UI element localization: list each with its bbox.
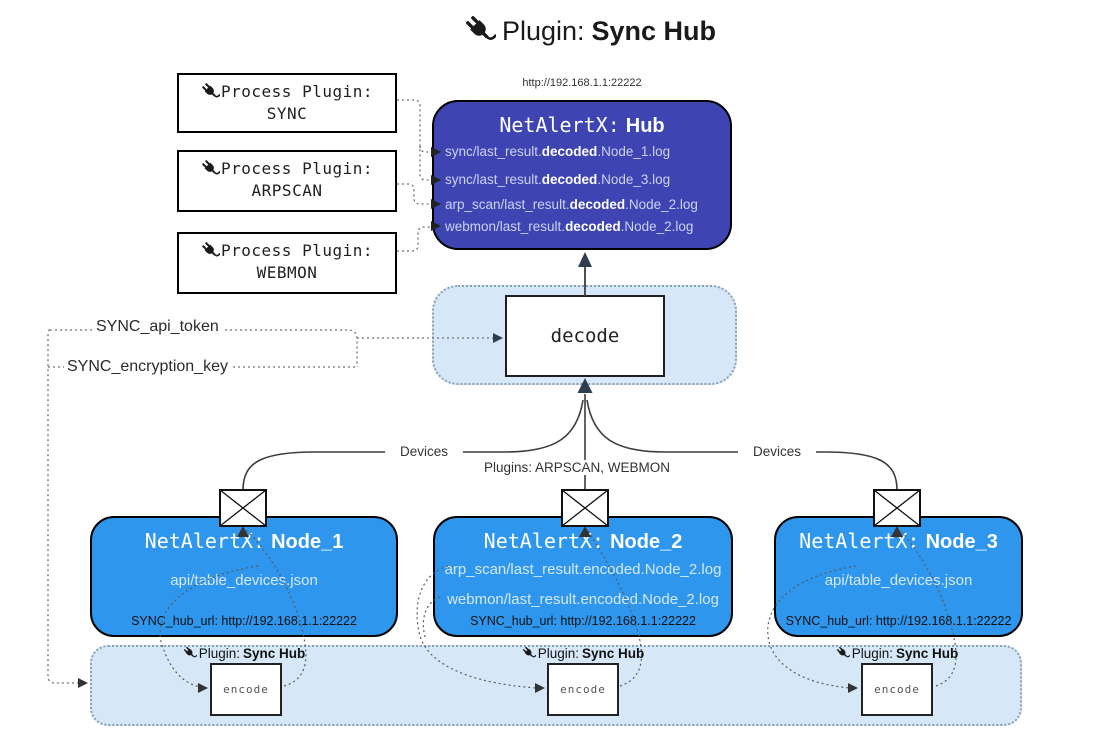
hub-title-name: Hub xyxy=(625,115,665,137)
into-encode-panel-arrowhead xyxy=(78,678,88,688)
hub-log-line: webmon/last_result.decoded.Node_2.log xyxy=(445,219,694,234)
encode-box: encode xyxy=(861,663,933,716)
process-plugin-name: SYNC xyxy=(266,104,308,123)
node-box-node2: NetAlertX:Node_2 arp_scan/last_result.en… xyxy=(433,516,733,637)
node-hub-url: SYNC_hub_url: http://192.168.1.1:22222 xyxy=(131,614,357,628)
encode-box: encode xyxy=(547,663,619,716)
hub-title: NetAlertX:Hub xyxy=(434,113,730,138)
edge-label-devices-left: Devices xyxy=(385,444,463,459)
node-file: arp_scan/last_result.encoded.Node_2.log xyxy=(444,561,722,578)
node-to-decode-curves xyxy=(242,394,898,491)
sync-hub-plugin-badge: Plugin:Sync Hub xyxy=(164,645,324,661)
title-name: Sync Hub xyxy=(591,16,717,46)
process-plugin-box-webmon: Process Plugin: WEBMON xyxy=(177,232,397,294)
plug-icon xyxy=(201,82,220,101)
node-title: NetAlertX:Node_2 xyxy=(483,529,683,553)
process-plugin-label: Process Plugin: xyxy=(221,159,373,178)
decode-to-hub-arrowhead xyxy=(578,252,592,267)
plug-icon xyxy=(521,645,537,661)
sync-api-token-label: SYNC_api_token xyxy=(93,318,222,336)
process-plugin-name: WEBMON xyxy=(256,263,318,282)
encode-box: encode xyxy=(210,663,282,716)
hub-url-label: http://192.168.1.1:22222 xyxy=(522,77,642,89)
plug-icon xyxy=(201,159,220,178)
title-prefix: Plugin: xyxy=(501,16,585,46)
node-title: NetAlertX:Node_3 xyxy=(799,529,998,553)
plug-icon xyxy=(463,12,498,47)
page-title: Plugin:Sync Hub xyxy=(380,12,800,60)
sync-hub-plugin-badge: Plugin:Sync Hub xyxy=(817,645,977,661)
sync-hub-plugin-badge: Plugin:Sync Hub xyxy=(503,645,663,661)
node-box-node1: NetAlertX:Node_1 api/table_devices.json … xyxy=(90,516,398,637)
process-plugin-label: Process Plugin: xyxy=(221,82,373,101)
plug-icon xyxy=(182,645,198,661)
process-plugin-box-arpscan: Process Plugin: ARPSCAN xyxy=(177,150,397,212)
plugin-to-hub-connectors xyxy=(397,99,430,252)
node-file: api/table_devices.json xyxy=(170,572,318,589)
node-hub-url: SYNC_hub_url: http://192.168.1.1:22222 xyxy=(785,614,1012,628)
process-plugin-label: Process Plugin: xyxy=(221,241,373,260)
hub-title-prefix: NetAlertX: xyxy=(499,113,620,137)
hub-log-line: sync/last_result.decoded.Node_1.log xyxy=(445,144,671,159)
plug-icon xyxy=(201,241,220,260)
process-plugin-box-sync: Process Plugin: SYNC xyxy=(177,73,397,133)
sync-encryption-key-label: SYNC_encryption_key xyxy=(64,358,231,376)
node-hub-url: SYNC_hub_url: http://192.168.1.1:22222 xyxy=(470,614,696,628)
edge-label-plugins: Plugins: ARPSCAN, WEBMON xyxy=(480,460,673,475)
node-file: webmon/last_result.encoded.Node_2.log xyxy=(447,591,719,608)
process-plugin-name: ARPSCAN xyxy=(251,181,323,200)
edge-label-devices-right: Devices xyxy=(738,444,816,459)
node-file: api/table_devices.json xyxy=(824,572,973,589)
hub-log-line: arp_scan/last_result.decoded.Node_2.log xyxy=(445,197,698,212)
node-title: NetAlertX:Node_1 xyxy=(144,529,344,553)
node-box-node3: NetAlertX:Node_3 api/table_devices.json … xyxy=(774,516,1023,637)
decode-box: decode xyxy=(505,295,665,377)
hub-log-line: sync/last_result.decoded.Node_3.log xyxy=(445,172,671,187)
hub-box: NetAlertX:Hub sync/last_result.decoded.N… xyxy=(432,100,732,250)
plug-icon xyxy=(835,645,851,661)
